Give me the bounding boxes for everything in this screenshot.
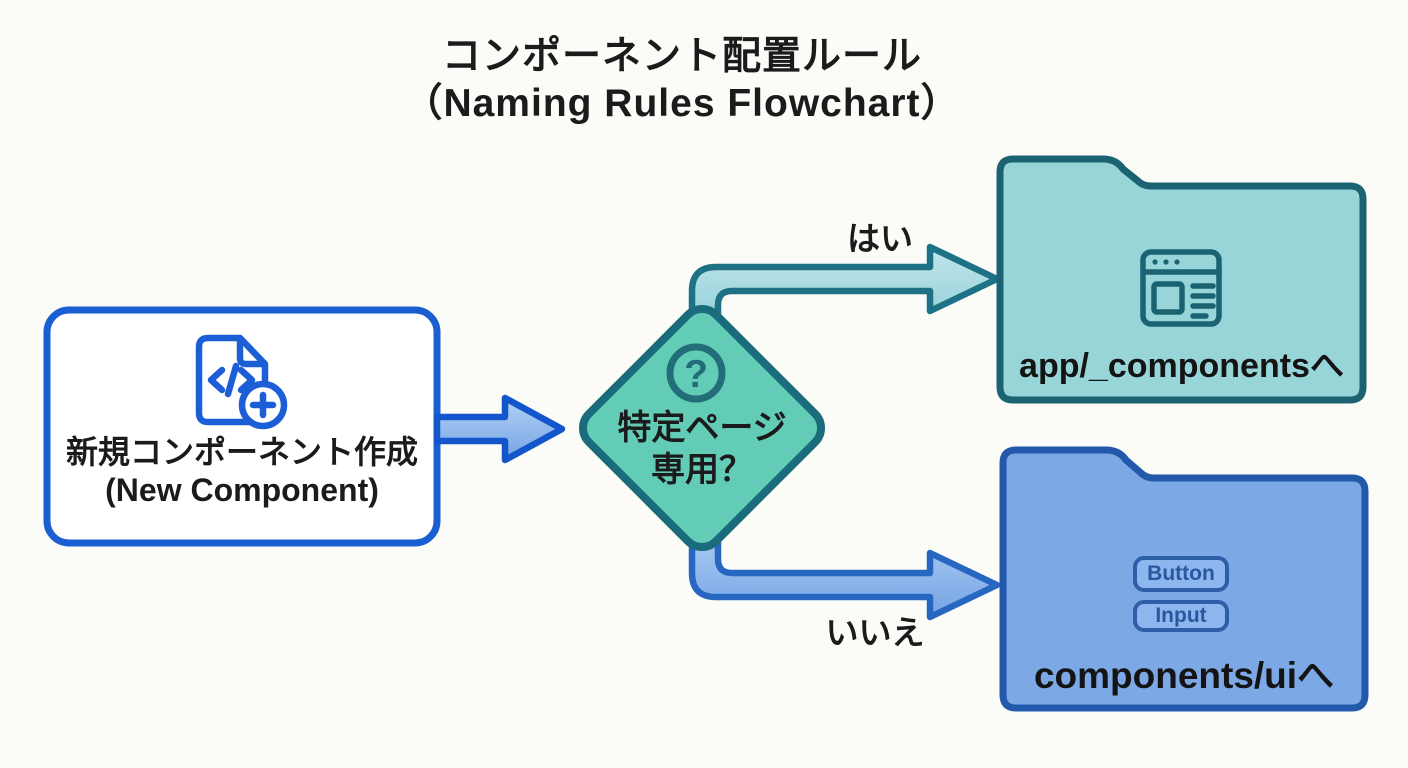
edge-yes-arrow [688,243,1001,339]
question-mark-glyph: ? [684,353,708,396]
input-chip: Input [1133,600,1229,632]
question-circle-icon: ? [666,343,726,403]
input-chip-label: Input [1155,604,1207,627]
edge-no-arrow [688,516,1001,621]
button-chip: Button [1133,556,1229,592]
yes-folder-shape [996,155,1367,404]
edge-start-arrow [433,394,566,464]
decision-node-diamond [579,305,825,551]
button-chip-label: Button [1147,562,1215,585]
browser-window-icon [1140,249,1222,327]
file-code-plus-icon [195,334,288,430]
